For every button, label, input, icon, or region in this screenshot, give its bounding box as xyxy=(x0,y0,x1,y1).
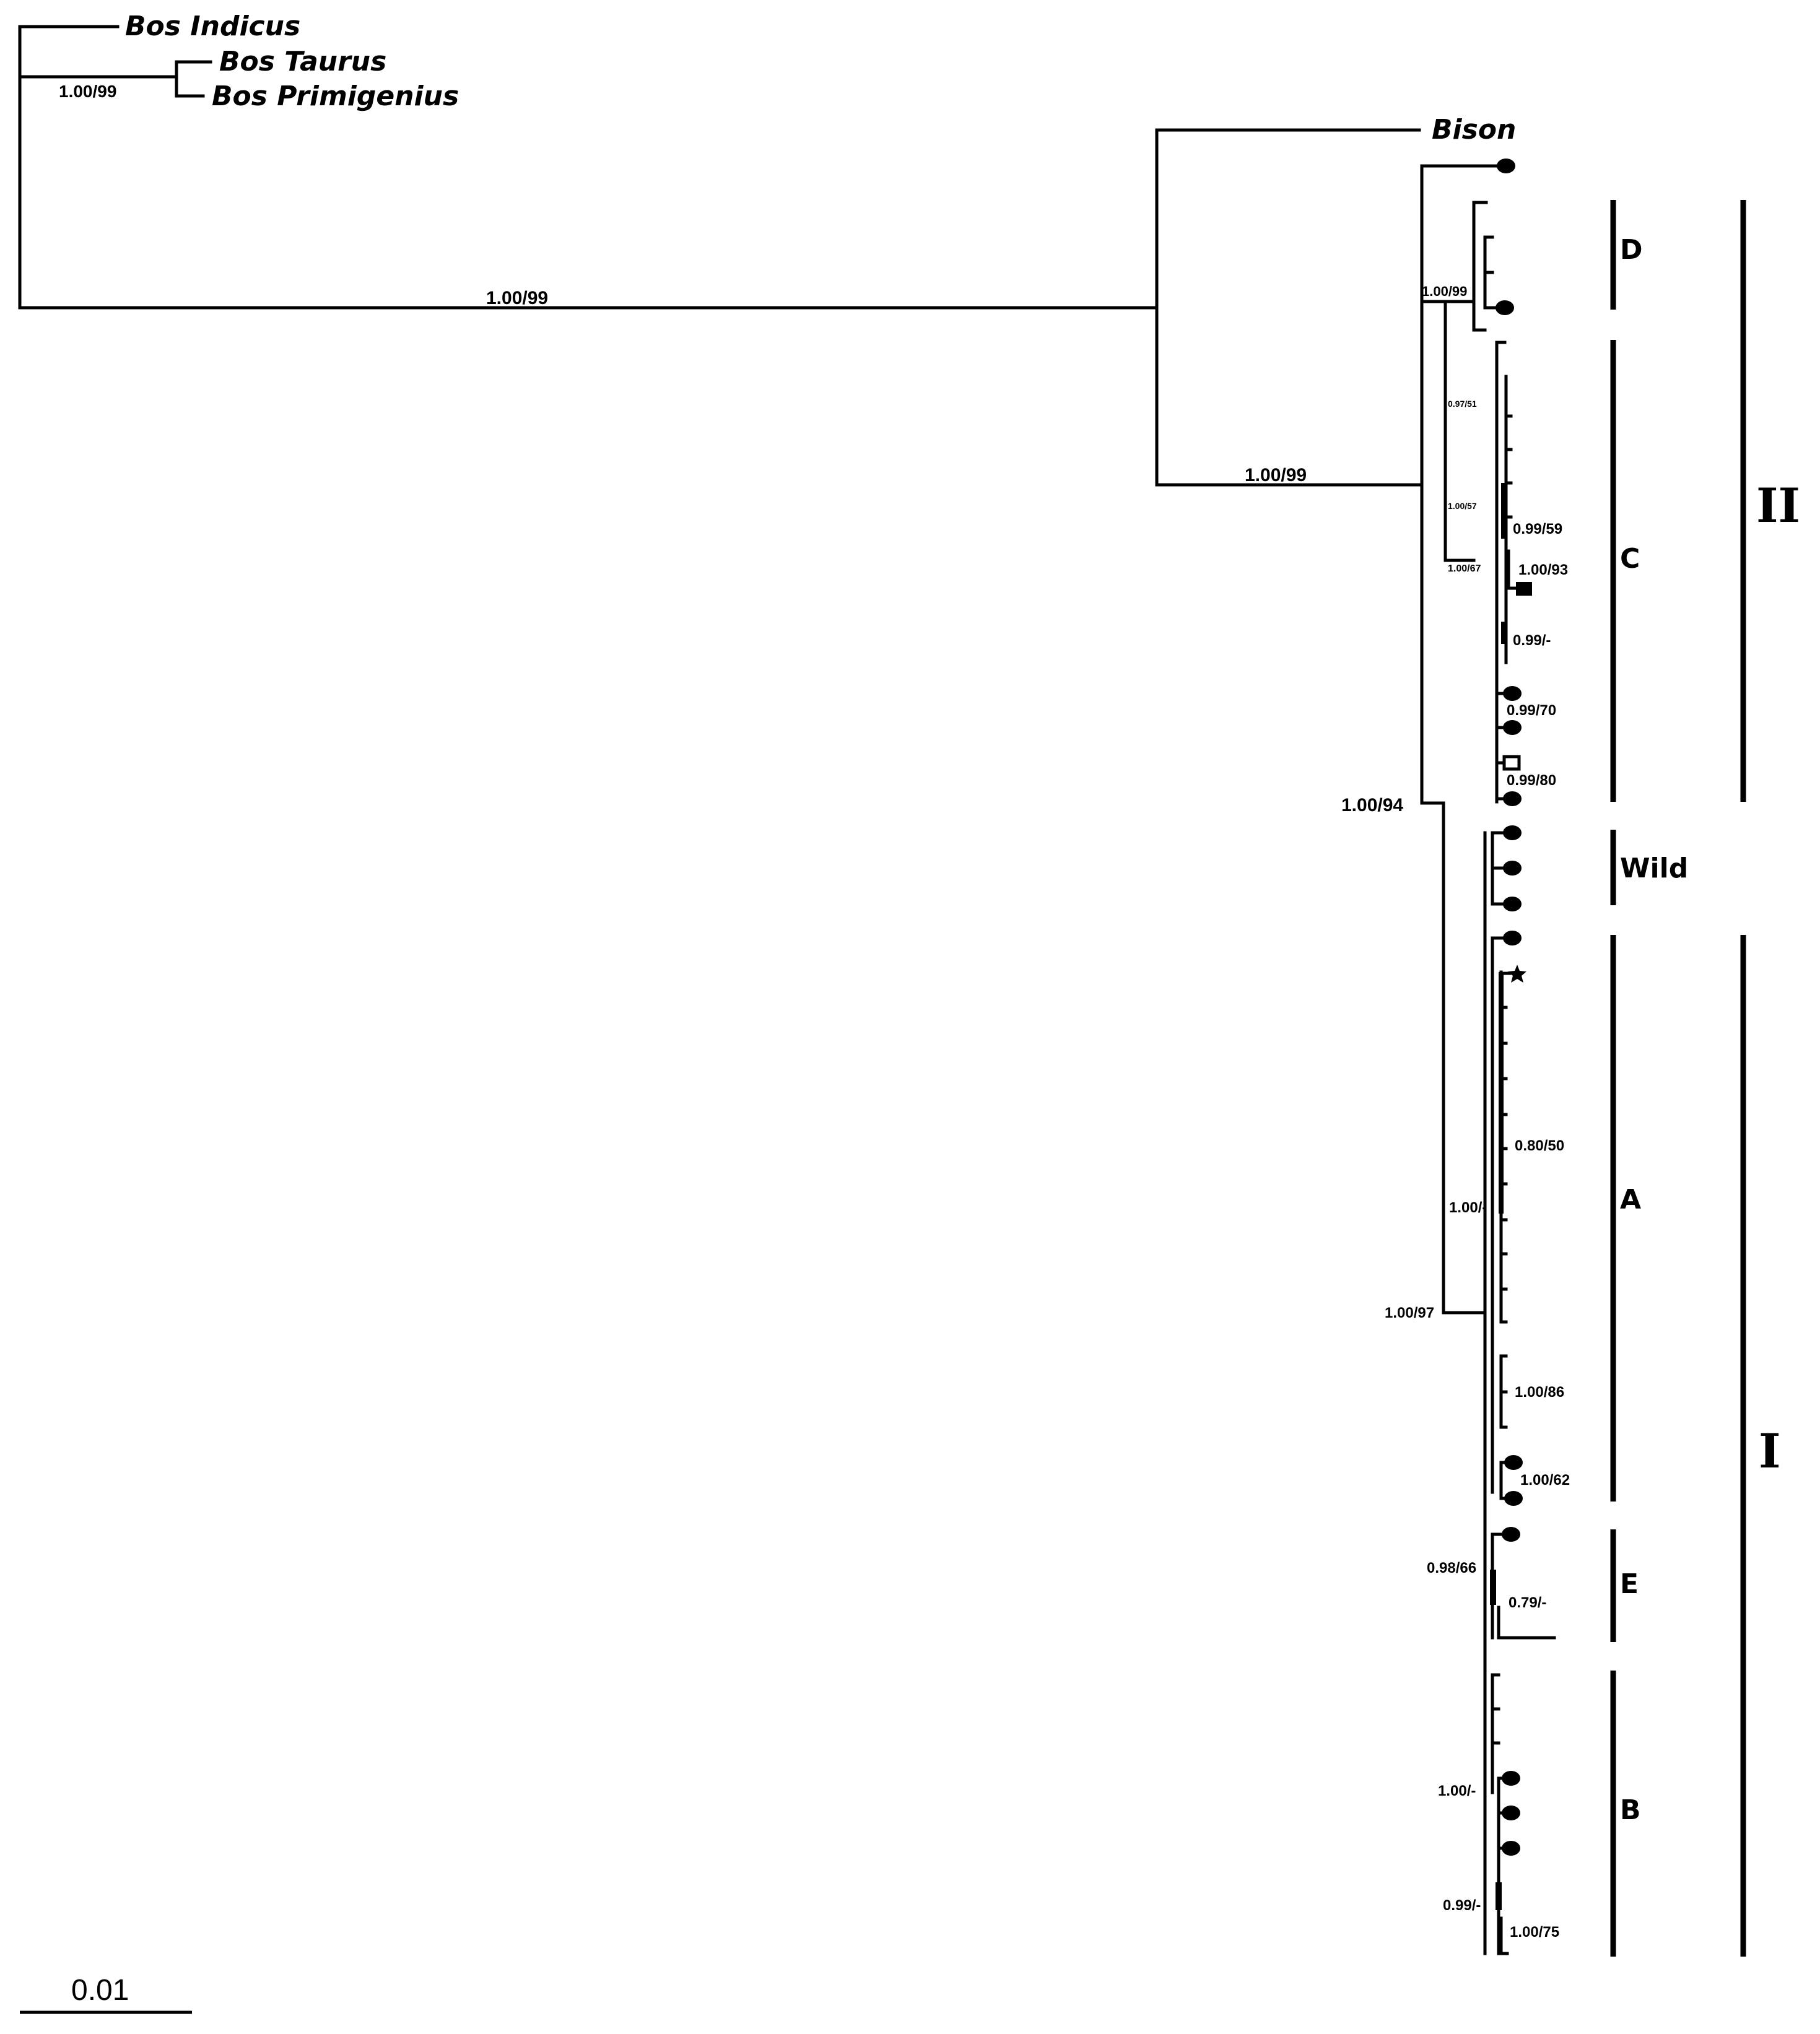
group-label-i: I xyxy=(1759,1423,1781,1479)
support-taurus-primigenius: 1.00/99 xyxy=(59,82,116,101)
support-b-099: 0.99/- xyxy=(1443,1897,1481,1914)
circle-marker xyxy=(1502,1806,1520,1820)
support-d-node: 1.00/99 xyxy=(1422,284,1467,299)
support-ingroup: 1.00/94 xyxy=(1341,795,1403,815)
scale-bar-label: 0.01 xyxy=(71,1974,129,2007)
support-c-070: 0.99/70 xyxy=(1507,702,1556,719)
collapsed-node xyxy=(1496,1882,1502,1910)
support-group1: 1.00/97 xyxy=(1385,1305,1434,1321)
clade-label-e: E xyxy=(1620,1568,1639,1600)
group-one-clades: 1.00/97 1.00/- 0.80/50 1.00/86 xyxy=(1385,801,1570,1955)
circle-marker xyxy=(1504,1491,1523,1506)
support-a-node: 1.00/- xyxy=(1449,1199,1487,1216)
clade-bars: D C Wild A E B II I xyxy=(1610,200,1800,1957)
support-bos-bison-root: 1.00/99 xyxy=(486,288,548,308)
circle-marker xyxy=(1503,825,1522,840)
support-a-050: 0.80/50 xyxy=(1515,1137,1564,1154)
scale-bar: 0.01 xyxy=(20,1974,192,2014)
taxon-bos-taurus: Bos Taurus xyxy=(219,46,386,77)
support-b-075: 1.00/75 xyxy=(1510,1924,1559,1941)
clade-label-c: C xyxy=(1620,543,1640,575)
support-c-inner-c: 1.00/67 xyxy=(1448,563,1481,574)
circle-marker xyxy=(1503,686,1522,701)
clade-label-d: D xyxy=(1620,234,1643,266)
support-c-093: 1.00/93 xyxy=(1518,562,1568,578)
group-label-ii: II xyxy=(1756,478,1800,533)
clade-label-wild: Wild xyxy=(1620,853,1688,884)
support-c-inner-a: 0.97/51 xyxy=(1448,399,1477,409)
open-square-marker xyxy=(1502,755,1521,771)
circle-marker xyxy=(1502,1841,1520,1856)
support-e-066: 0.98/66 xyxy=(1427,1560,1476,1576)
support-c-099: 0.99/- xyxy=(1513,632,1551,649)
collapsed-node xyxy=(1501,483,1507,539)
collapsed-node xyxy=(1501,622,1507,644)
circle-marker xyxy=(1503,791,1522,806)
star-marker xyxy=(1508,965,1526,983)
e-long-tip xyxy=(1497,1606,1556,1640)
dc-clades: 1.00/99 0.97/51 1.00/57 1.00/67 0.99/59 … xyxy=(1422,201,1568,806)
support-c-inner-b: 1.00/57 xyxy=(1448,501,1477,511)
taxon-bos-primigenius: Bos Primigenius xyxy=(212,80,459,112)
circle-marker xyxy=(1503,720,1522,735)
taxon-bos-indicus: Bos Indicus xyxy=(125,11,300,42)
support-a-062: 1.00/62 xyxy=(1520,1472,1570,1489)
circle-marker xyxy=(1497,159,1515,173)
support-b-node: 1.00/- xyxy=(1438,1783,1476,1799)
support-e-079: 0.79/- xyxy=(1509,1594,1546,1611)
support-c-080: 0.99/80 xyxy=(1507,772,1556,789)
support-bison-node: 1.00/99 xyxy=(1245,465,1307,485)
filled-square-marker xyxy=(1516,582,1532,596)
taxon-bison: Bison xyxy=(1432,114,1516,146)
circle-marker xyxy=(1503,897,1522,911)
support-c-059: 0.99/59 xyxy=(1513,521,1562,537)
circle-marker xyxy=(1502,1771,1520,1786)
support-a-086: 1.00/86 xyxy=(1515,1384,1564,1401)
clade-label-b: B xyxy=(1620,1794,1641,1826)
bos-clade: Bos Indicus Bos Taurus Bos Primigenius 1… xyxy=(18,11,459,310)
collapsed-node xyxy=(1490,1570,1496,1605)
circle-marker xyxy=(1503,931,1522,945)
collapsed-node xyxy=(1499,972,1504,1214)
circle-marker xyxy=(1503,861,1522,876)
circle-marker xyxy=(1502,1527,1520,1542)
clade-label-a: A xyxy=(1620,1184,1641,1215)
circle-marker xyxy=(1504,1455,1523,1470)
circle-marker xyxy=(1496,300,1514,315)
